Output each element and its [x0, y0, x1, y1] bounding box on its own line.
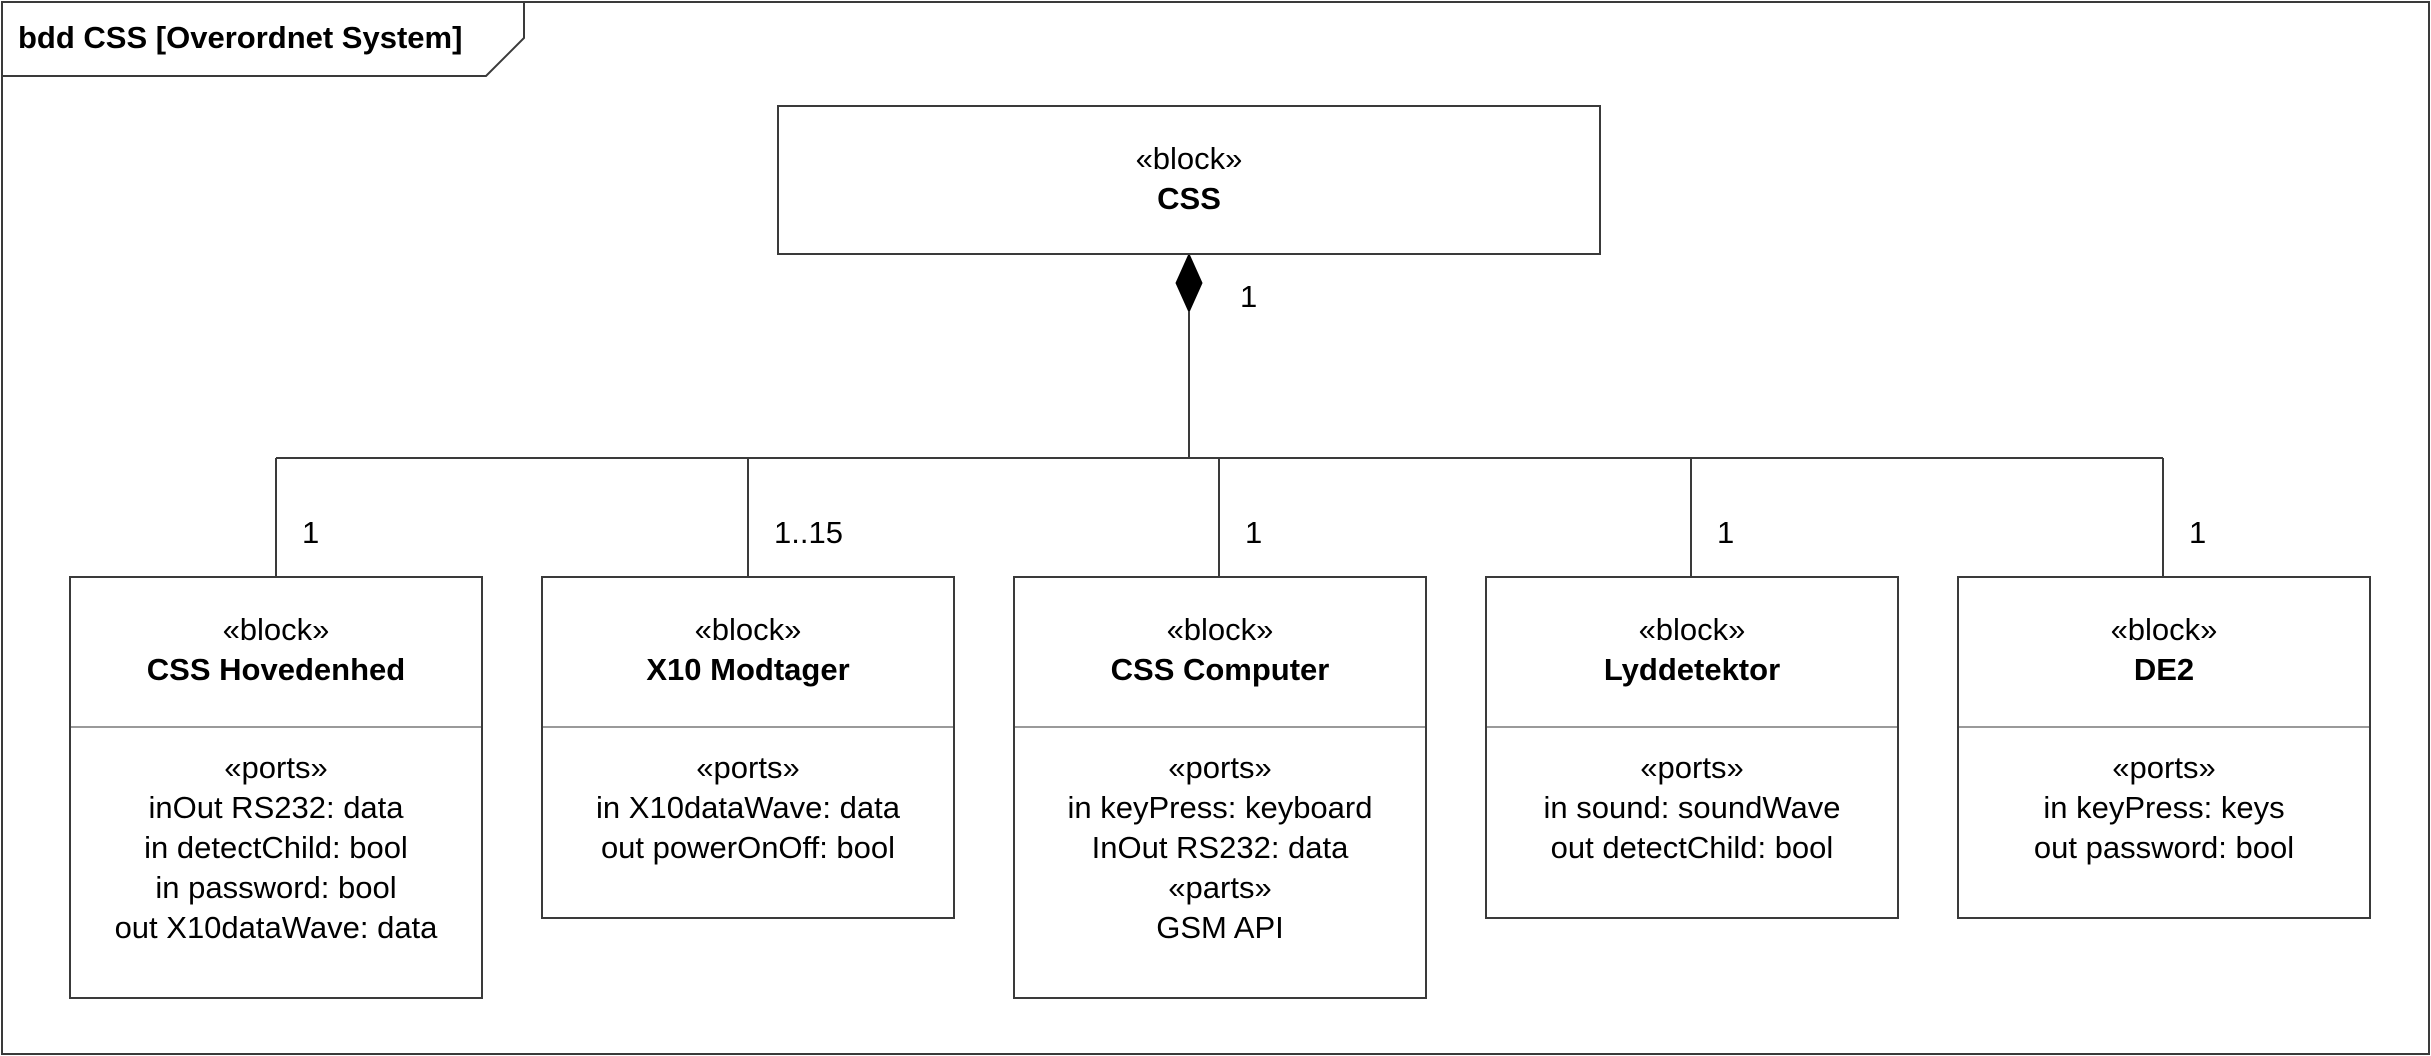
composition-diamond: [1175, 252, 1203, 314]
multiplicity-lyddetektor: 1: [1717, 515, 1735, 550]
compartment-divider: [1959, 726, 2369, 728]
block-name: CSS Computer: [1110, 652, 1330, 687]
compartment-label-ports: «ports»: [1168, 750, 1272, 785]
port-line: inOut RS232: data: [148, 790, 404, 825]
block-lyddetektor[interactable]: «block» Lyddetektor «ports» in sound: so…: [1485, 576, 1899, 919]
compartment-label-ports: «ports»: [2112, 750, 2216, 785]
compartment-divider: [1015, 726, 1425, 728]
multiplicity-css-hovedenhed: 1: [302, 515, 320, 550]
block-css-root[interactable]: «block» CSS: [777, 105, 1601, 255]
block-stereotype: «block»: [222, 612, 330, 647]
frame-title: bdd CSS [Overordnet System]: [18, 20, 463, 55]
compartment-label-ports: «ports»: [1640, 750, 1744, 785]
port-line: out X10dataWave: data: [114, 910, 438, 945]
multiplicity-css-computer: 1: [1245, 515, 1263, 550]
block-name: Lyddetektor: [1603, 652, 1781, 687]
port-line: InOut RS232: data: [1091, 830, 1349, 865]
block-stereotype: «block»: [1166, 612, 1274, 647]
multiplicity-x10-modtager: 1..15: [774, 515, 843, 550]
port-line: out password: bool: [2033, 830, 2295, 865]
compartment-divider: [1487, 726, 1897, 728]
compartment-divider: [543, 726, 953, 728]
multiplicity-de2: 1: [2189, 515, 2207, 550]
port-line: in keyPress: keyboard: [1067, 790, 1373, 825]
block-stereotype: «block»: [694, 612, 802, 647]
block-name: CSS: [1157, 181, 1221, 216]
block-x10-modtager[interactable]: «block» X10 Modtager «ports» in X10dataW…: [541, 576, 955, 919]
port-line: in sound: soundWave: [1543, 790, 1841, 825]
part-line: GSM API: [1156, 910, 1284, 945]
block-stereotype: «block»: [1135, 141, 1243, 176]
compartment-label-ports: «ports»: [224, 750, 328, 785]
port-line: out powerOnOff: bool: [600, 830, 896, 865]
port-line: in password: bool: [155, 870, 397, 905]
port-line: in keyPress: keys: [2043, 790, 2285, 825]
port-line: in X10dataWave: data: [596, 790, 900, 825]
port-line: in detectChild: bool: [144, 830, 408, 865]
multiplicity-root: 1: [1240, 279, 1258, 314]
compartment-label-ports: «ports»: [696, 750, 800, 785]
port-line: out detectChild: bool: [1550, 830, 1834, 865]
block-stereotype: «block»: [1638, 612, 1746, 647]
block-name: X10 Modtager: [646, 652, 850, 687]
block-name: CSS Hovedenhed: [146, 652, 406, 687]
compartment-label-parts: «parts»: [1168, 870, 1272, 905]
block-css-computer[interactable]: «block» CSS Computer «ports» in keyPress…: [1013, 576, 1427, 999]
compartment-divider: [71, 726, 481, 728]
block-stereotype: «block»: [2110, 612, 2218, 647]
block-de2[interactable]: «block» DE2 «ports» in keyPress: keys ou…: [1957, 576, 2371, 919]
block-name: DE2: [2133, 652, 2195, 687]
frame-title-tab: [2, 2, 525, 77]
block-css-hovedenhed[interactable]: «block» CSS Hovedenhed «ports» inOut RS2…: [69, 576, 483, 999]
